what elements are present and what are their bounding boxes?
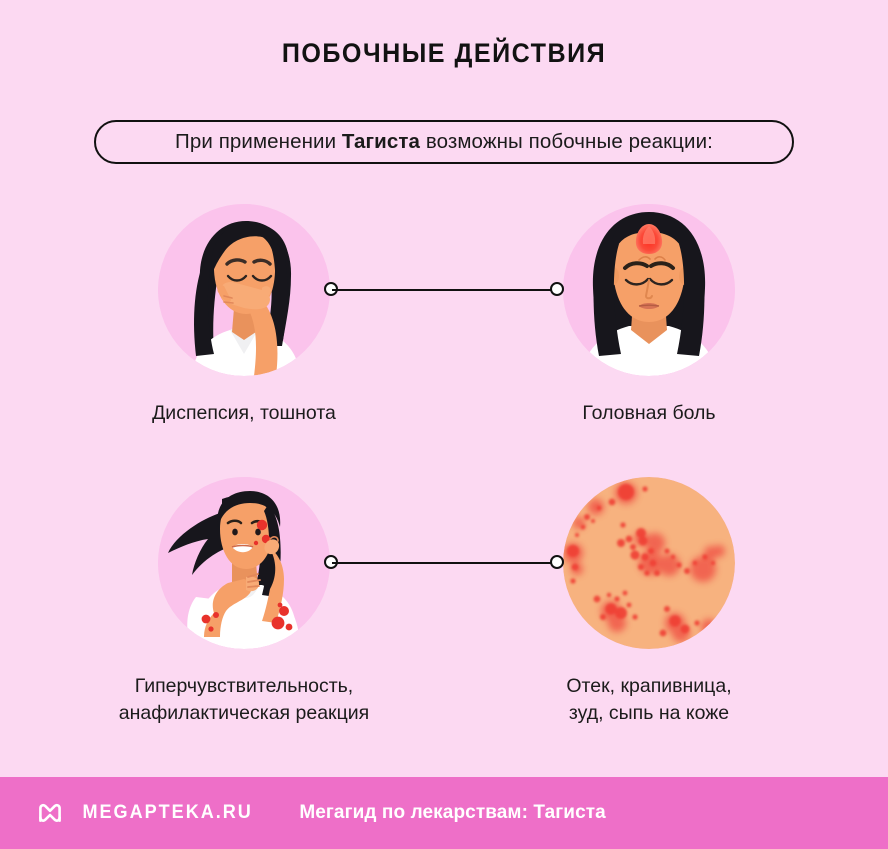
caption-headache: Головная боль xyxy=(469,400,829,427)
page-title: ПОБОЧНЫЕ ДЕЙСТВИЯ xyxy=(281,38,607,68)
caption-line-2: анафилактическая реакция xyxy=(118,702,370,724)
connector-bottom xyxy=(324,555,564,571)
connector-dot-right xyxy=(550,555,564,569)
caption-line-1: Головная боль xyxy=(582,402,716,424)
connector-line xyxy=(332,289,556,292)
connector-top xyxy=(324,282,564,298)
subtitle-suffix: возможны побочные реакции: xyxy=(420,130,713,153)
illustration-skin-rash xyxy=(563,477,735,649)
caption-rash: Отек, крапивница, зуд, сыпь на коже xyxy=(469,673,829,727)
subtitle-text: При применении Тагиста возможны побочные… xyxy=(175,130,713,154)
caption-line-1: Диспепсия, тошнота xyxy=(152,402,336,424)
illustration-headache xyxy=(563,204,735,376)
caption-hypersensitivity: Гиперчувствительность, анафилактическая … xyxy=(64,673,424,727)
footer-tagline: Мегагид по лекарствам: Тагиста xyxy=(299,802,606,823)
illustration-nausea xyxy=(158,204,330,376)
connector-dot-right xyxy=(550,282,564,296)
caption-line-1: Гиперчувствительность, xyxy=(134,675,354,697)
subtitle-pill: При применении Тагиста возможны побочные… xyxy=(94,120,794,164)
footer-bar: MEGAPTEKA.RU Мегагид по лекарствам: Таги… xyxy=(0,777,888,849)
caption-nausea: Диспепсия, тошнота xyxy=(64,400,424,427)
footer-brand-name: MEGAPTEKA.RU xyxy=(82,802,253,823)
subtitle-drug-name: Тагиста xyxy=(341,130,421,153)
caption-line-1: Отек, крапивница, xyxy=(566,675,732,697)
connector-line xyxy=(332,562,556,565)
caption-line-2: зуд, сыпь на коже xyxy=(568,702,730,724)
illustration-hypersensitivity xyxy=(158,477,330,649)
subtitle-prefix: При применении xyxy=(175,130,342,153)
megapteka-m-logo-icon xyxy=(36,799,64,827)
